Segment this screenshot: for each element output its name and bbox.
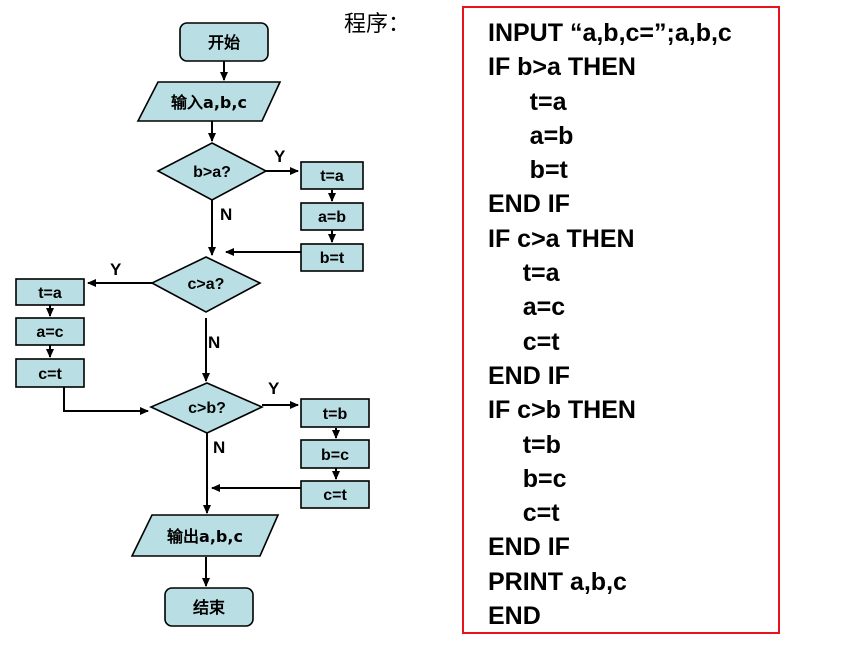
step-a-eq-b: [300, 202, 364, 231]
step-t-eq-b: [300, 398, 370, 428]
output-label: 输出a,b,c: [167, 527, 243, 546]
yes-label-2: Y: [110, 260, 122, 279]
step-t-eq-a-2-label: t=a: [38, 285, 62, 302]
step-b-eq-c-label: b=c: [321, 447, 349, 464]
no-label-3: N: [213, 438, 225, 457]
code-line: INPUT “a,b,c=”;a,b,c: [488, 19, 732, 47]
input-parallelogram: [136, 81, 282, 122]
code-line: END IF: [488, 361, 570, 390]
code-line: PRINT a,b,c: [488, 567, 627, 596]
code-lines: INPUT “a,b,c=”;a,b,c IF b>a THEN t=a a=b…: [488, 16, 732, 633]
end-label: 结束: [192, 598, 226, 617]
step-t-eq-a-2: [15, 278, 85, 306]
code-line: b=c: [488, 464, 567, 493]
input-label: 输入a,b,c: [171, 93, 247, 112]
step-c-eq-t-2: [300, 480, 370, 509]
decision-c-gt-a: [150, 256, 262, 313]
start-label: 开始: [208, 33, 240, 52]
program-label: 程序：: [344, 12, 411, 37]
code-panel: INPUT “a,b,c=”;a,b,c IF b>a THEN t=a a=b…: [462, 6, 780, 634]
code-line: IF c>a THEN: [488, 224, 635, 253]
step-t-eq-a-1-label: t=a: [320, 168, 344, 185]
step-c-eq-t-1-label: c=t: [38, 366, 62, 383]
code-line: a=c: [488, 293, 566, 322]
step-b-eq-t: [300, 243, 364, 272]
code-line: c=t: [488, 327, 560, 356]
yes-label-3: Y: [268, 379, 280, 398]
step-c-eq-t-1: [15, 358, 85, 388]
code-line: b=t: [488, 156, 568, 185]
no-label-1: N: [220, 205, 232, 224]
code-line: IF b>a THEN: [488, 53, 636, 82]
code-line: a=b: [488, 121, 574, 150]
code-line: t=a: [488, 259, 560, 288]
code-line: t=b: [488, 430, 561, 459]
end-terminal: [164, 587, 254, 627]
decision-b-gt-a-label: b>a?: [193, 164, 231, 181]
decision-c-gt-a-label: c>a?: [188, 276, 225, 293]
yes-label-1: Y: [274, 147, 286, 166]
code-line: END: [488, 602, 541, 631]
code-line: END IF: [488, 533, 570, 562]
decision-c-gt-b: [149, 382, 264, 434]
connector-lines: [46, 61, 340, 587]
code-line: c=t: [488, 499, 560, 528]
step-t-eq-b-label: t=b: [323, 406, 348, 423]
step-a-eq-c: [15, 317, 85, 346]
step-c-eq-t-2-label: c=t: [323, 487, 347, 504]
start-terminal: [179, 22, 269, 62]
step-b-eq-c: [300, 439, 370, 469]
code-line: IF c>b THEN: [488, 396, 636, 425]
output-parallelogram: [130, 514, 280, 557]
no-label-2: N: [208, 333, 220, 352]
flowchart: 开始 输入a,b,c b>a? Y N t=a a=b b=t c>a? Y N…: [15, 22, 370, 627]
code-line: t=a: [488, 87, 567, 116]
decision-b-gt-a: [156, 142, 268, 201]
decision-c-gt-b-label: c>b?: [188, 400, 226, 417]
step-t-eq-a-1: [300, 161, 364, 190]
step-a-eq-b-label: a=b: [318, 209, 346, 226]
code-line: END IF: [488, 190, 570, 219]
step-b-eq-t-label: b=t: [320, 250, 345, 267]
step-a-eq-c-label: a=c: [36, 324, 63, 341]
